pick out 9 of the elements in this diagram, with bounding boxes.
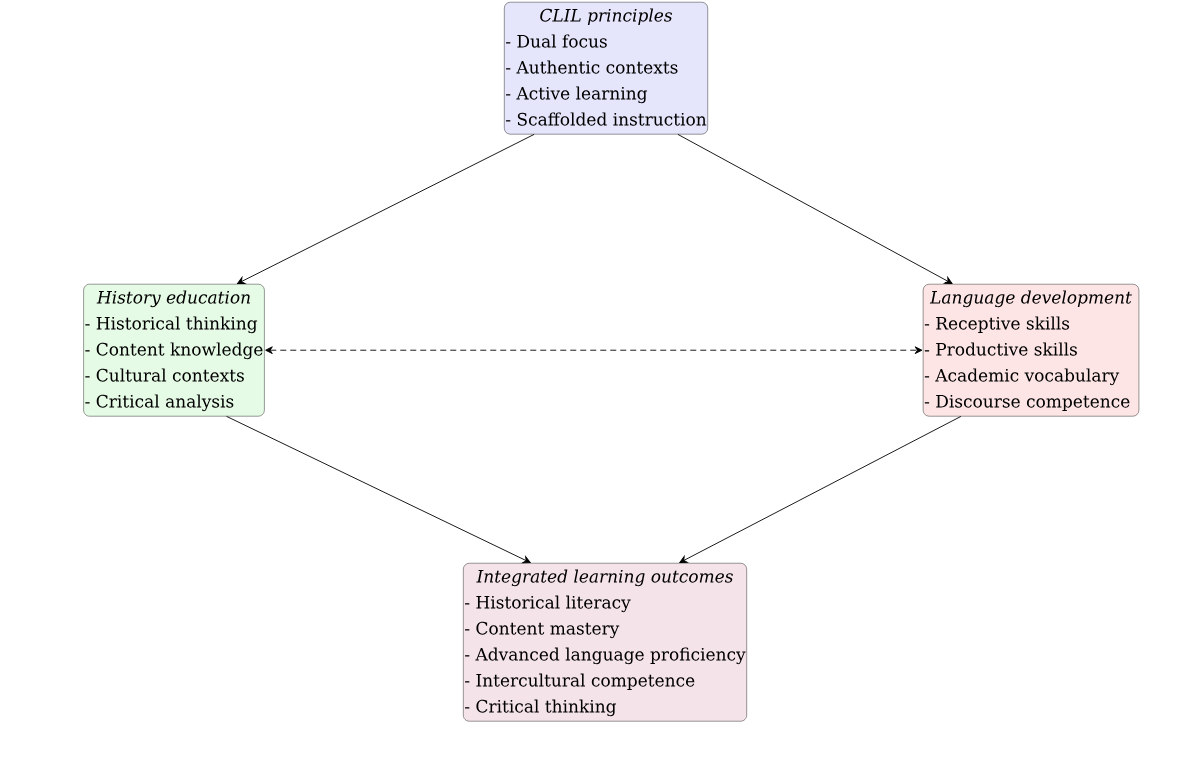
text-box: Language development - Receptive skills - Productive skills - Academic vocabulary - Discourse competence	[922, 284, 1140, 417]
arrow	[226, 415, 531, 564]
arrow	[679, 415, 962, 563]
text-box: CLIL principles - Dual focus - Authentic contexts - Active learning - Scaffolded instruction	[504, 2, 708, 135]
arrow	[677, 133, 953, 284]
arrow	[265, 346, 923, 355]
arrow	[237, 133, 535, 284]
text-box: History education - Historical thinking - Content knowledge - Cultural contexts - Critical analysis	[83, 284, 265, 417]
text-box: Integrated learning outcomes - Historical literacy - Content mastery - Advanced language proficiency - Intercultural competence - Critical thinking	[463, 563, 747, 722]
